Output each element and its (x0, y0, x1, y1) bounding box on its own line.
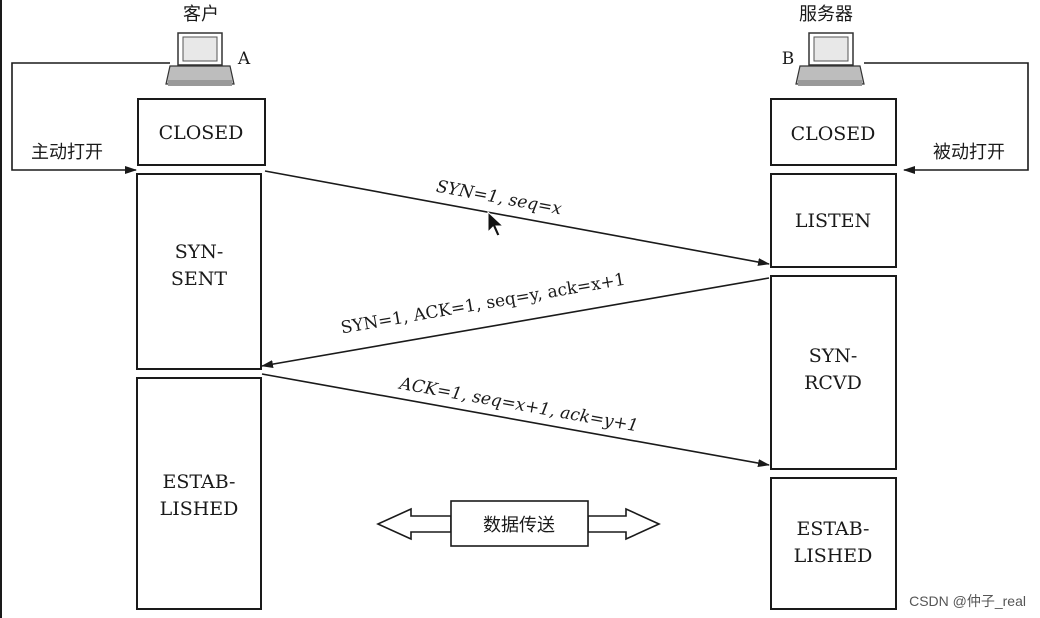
server-computer-icon (795, 32, 865, 86)
server-title: 服务器 (799, 4, 853, 25)
data-transfer-double-arrow (376, 500, 661, 547)
client-state-syn-sent-line1: SYN- (175, 241, 224, 263)
client-host-label: A (237, 49, 251, 69)
syn-message-label: SYN=1, seq=x (435, 177, 564, 220)
client-state-closed-label: CLOSED (159, 122, 244, 144)
server-state-established-line2: LISHED (794, 545, 873, 567)
server-state-syn-rcvd (770, 275, 897, 470)
client-state-syn-sent-line2: SENT (171, 268, 228, 290)
data-transfer-label: 数据传送 (483, 515, 555, 536)
ack-arrow (261, 373, 770, 467)
client-title: 客户 (183, 4, 219, 25)
client-state-closed (137, 98, 266, 166)
server-state-established-line1: ESTAB- (797, 518, 870, 540)
server-host-label: B (782, 49, 795, 69)
server-open-label: 被动打开 (933, 142, 1005, 163)
server-passive-open-connector (864, 62, 1029, 174)
synack-arrow (261, 277, 770, 369)
server-state-established (770, 477, 897, 610)
watermark: CSDN @仲子_real (909, 593, 1026, 609)
server-state-closed (770, 98, 897, 166)
server-state-syn-rcvd-line2: RCVD (804, 372, 862, 394)
server-state-syn-rcvd-line1: SYN- (809, 345, 858, 367)
server-state-listen-label: LISTEN (795, 210, 871, 232)
client-state-established-line2: LISHED (160, 498, 239, 520)
client-state-established-line1: ESTAB- (163, 471, 236, 493)
client-state-established (136, 377, 262, 610)
client-state-syn-sent (136, 173, 262, 370)
server-state-listen (770, 173, 897, 268)
client-computer-icon (165, 32, 235, 86)
syn-arrow (264, 170, 770, 266)
mouse-cursor-icon (487, 210, 505, 237)
server-state-closed-label: CLOSED (791, 123, 876, 145)
client-open-label: 主动打开 (31, 142, 103, 163)
client-active-open-connector (11, 62, 170, 174)
